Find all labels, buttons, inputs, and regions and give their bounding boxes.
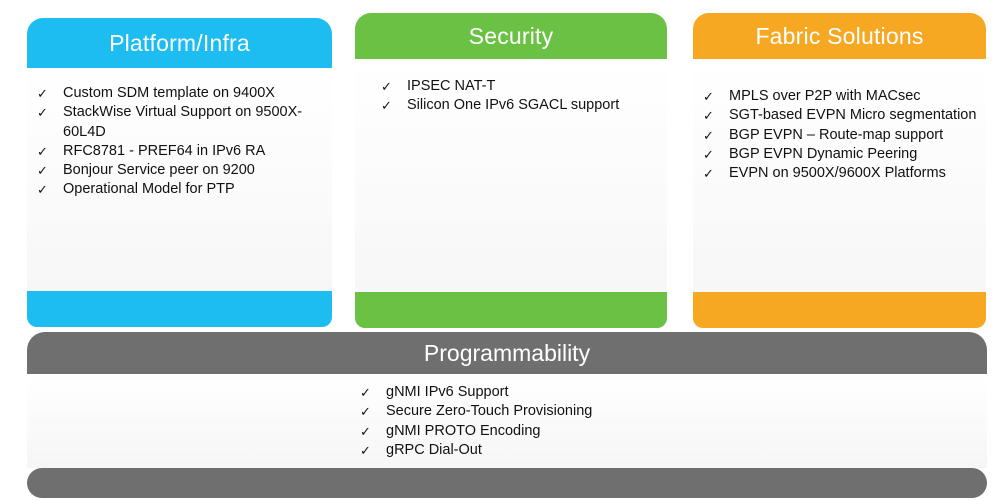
security-title: Security — [355, 13, 667, 59]
fabric-solutions-title: Fabric Solutions — [693, 13, 986, 59]
list-item: ✓ EVPN on 9500X/9600X Platforms — [703, 164, 982, 183]
item-text: Custom SDM template on 9400X — [63, 85, 275, 101]
programmability-title: Programmability — [27, 332, 987, 374]
programmability-footer-bar — [27, 468, 987, 498]
fabric-solutions-footer-bar — [693, 292, 986, 328]
item-text: gRPC Dial-Out — [386, 441, 482, 458]
item-text: gNMI IPv6 Support — [386, 384, 509, 400]
list-item: ✓ Secure Zero-Touch Provisioning — [360, 402, 592, 421]
programmability-list: ✓ gNMI IPv6 Support ✓ Secure Zero-Touch Pr… — [360, 383, 592, 460]
security-list: ✓ IPSEC NAT-T ✓ Silicon One IPv6 SGACL sup… — [381, 77, 663, 116]
list-item: ✓ SGT-based EVPN Micro segmentation — [703, 106, 982, 125]
checkmark-icon: ✓ — [703, 166, 714, 182]
item-text: MPLS over P2P with MACsec — [729, 88, 921, 104]
list-item: ✓ gRPC Dial-Out — [360, 441, 592, 460]
checkmark-icon: ✓ — [381, 98, 392, 114]
list-item: ✓ gNMI PROTO Encoding — [360, 422, 592, 441]
list-item: ✓ MPLS over P2P with MACsec — [703, 87, 982, 106]
item-text: SGT-based EVPN Micro segmentation — [729, 107, 977, 124]
item-text: BGP EVPN Dynamic Peering — [729, 145, 918, 162]
item-text: IPSEC NAT-T — [407, 78, 496, 94]
item-text: RFC8781 - PREF64 in IPv6 RA — [63, 142, 266, 159]
list-item: ✓ BGP EVPN Dynamic Peering — [703, 145, 982, 164]
platform-infra-footer-bar — [27, 291, 332, 327]
platform-infra-body: ✓ Custom SDM template on 9400X ✓ StackWise… — [27, 68, 332, 291]
platform-infra-list: ✓ Custom SDM template on 9400X ✓ StackWise… — [37, 84, 328, 200]
item-text: EVPN on 9500X/9600X Platforms — [729, 165, 946, 182]
checkmark-icon: ✓ — [360, 442, 371, 458]
checkmark-icon: ✓ — [360, 423, 371, 439]
fabric-solutions-panel: Fabric Solutions ✓ MPLS over P2P with MAC… — [693, 13, 986, 328]
checkmark-icon: ✓ — [360, 404, 371, 420]
item-text: gNMI PROTO Encoding — [386, 422, 541, 439]
list-item: ✓ Operational Model for PTP — [37, 180, 328, 199]
list-item: ✓ gNMI IPv6 Support — [360, 383, 592, 402]
item-text: Bonjour Service peer on 9200 — [63, 162, 255, 179]
item-text: BGP EVPN – Route-map support — [729, 126, 944, 143]
security-footer-bar — [355, 292, 667, 328]
programmability-body — [27, 374, 987, 468]
list-item: ✓ RFC8781 - PREF64 in IPv6 RA — [37, 142, 328, 161]
security-panel: Security ✓ IPSEC NAT-T ✓ Silicon One IPv6 … — [355, 13, 667, 328]
security-body: ✓ IPSEC NAT-T ✓ Silicon One IPv6 SGACL sup… — [355, 59, 667, 292]
list-item: ✓ IPSEC NAT-T — [381, 77, 663, 96]
fabric-solutions-list: ✓ MPLS over P2P with MACsec ✓ SGT-based EV… — [703, 87, 982, 183]
item-text: Silicon One IPv6 SGACL support — [407, 97, 620, 114]
item-text: Secure Zero-Touch Provisioning — [386, 403, 593, 420]
platform-infra-panel: Platform/Infra ✓ Custom SDM template on 9… — [27, 18, 332, 327]
list-item: ✓ StackWise Virtual Support on 9500X-60L4… — [37, 103, 328, 142]
checkmark-icon: ✓ — [360, 385, 371, 400]
checkmark-icon: ✓ — [703, 89, 714, 104]
item-text: StackWise Virtual Support on 9500X-60L4D — [63, 104, 303, 140]
list-item: ✓ Silicon One IPv6 SGACL support — [381, 96, 663, 115]
checkmark-icon: ✓ — [37, 143, 48, 159]
platform-infra-title: Platform/Infra — [27, 18, 332, 68]
checkmark-icon: ✓ — [381, 79, 392, 94]
checkmark-icon: ✓ — [703, 146, 714, 162]
list-item: ✓ BGP EVPN – Route-map support — [703, 126, 982, 145]
checkmark-icon: ✓ — [703, 108, 714, 124]
checkmark-icon: ✓ — [37, 105, 48, 121]
list-item: ✓ Custom SDM template on 9400X — [37, 84, 328, 103]
programmability-list-container: ✓ gNMI IPv6 Support ✓ Secure Zero-Touch Pr… — [360, 383, 592, 460]
list-item: ✓ Bonjour Service peer on 9200 — [37, 161, 328, 180]
checkmark-icon: ✓ — [37, 182, 48, 198]
fabric-solutions-body: ✓ MPLS over P2P with MACsec ✓ SGT-based EV… — [693, 59, 986, 292]
checkmark-icon: ✓ — [37, 86, 48, 101]
checkmark-icon: ✓ — [37, 163, 48, 179]
checkmark-icon: ✓ — [703, 127, 714, 143]
item-text: Operational Model for PTP — [63, 181, 235, 198]
